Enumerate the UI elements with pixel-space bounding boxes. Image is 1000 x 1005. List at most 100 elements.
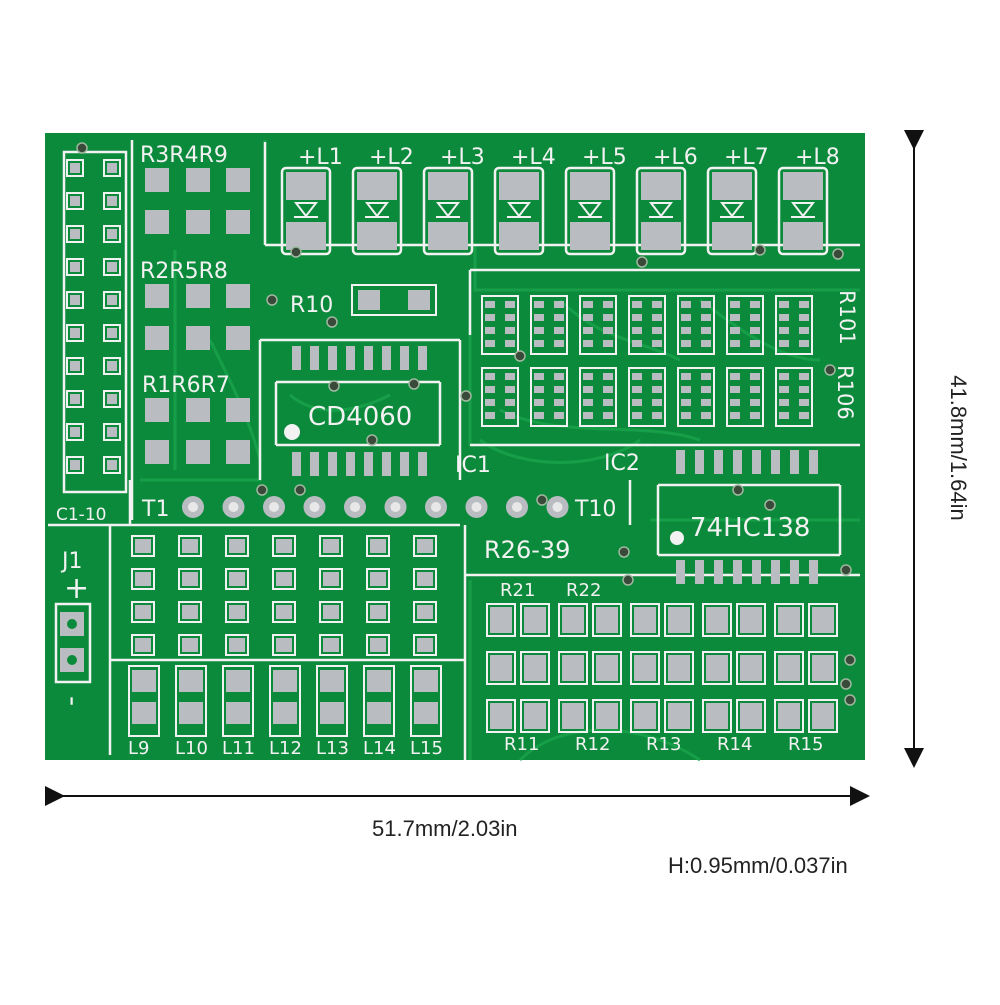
array-pad xyxy=(485,412,495,419)
r-pad-outline xyxy=(520,651,550,685)
pad xyxy=(417,539,433,553)
diode-symbol xyxy=(364,202,390,218)
array-pad xyxy=(534,373,544,380)
pad xyxy=(417,638,433,652)
pad-outline xyxy=(272,568,296,590)
r-pad xyxy=(524,655,546,681)
cap-pad-metal xyxy=(107,427,117,437)
r-pad xyxy=(778,703,800,729)
pad-outline xyxy=(178,634,202,656)
r-pad xyxy=(706,607,728,633)
array-pad xyxy=(799,386,809,393)
cap-pad xyxy=(103,357,121,375)
array-pad xyxy=(485,373,495,380)
through-hole-center xyxy=(552,502,563,512)
array-pad xyxy=(750,373,760,380)
pad-outline xyxy=(319,601,343,623)
cap-pad xyxy=(103,423,121,441)
array-pad xyxy=(632,386,642,393)
pad xyxy=(182,638,198,652)
array-pad xyxy=(730,327,740,334)
ic1-pin-top xyxy=(418,346,427,370)
array-pad xyxy=(534,301,544,308)
array-pad xyxy=(632,314,642,321)
led-top-label: +L3 xyxy=(440,145,485,170)
ic2-pin-top xyxy=(714,450,723,474)
r-pad-outline xyxy=(592,699,622,733)
array-pad xyxy=(750,340,760,347)
array-pad xyxy=(799,399,809,406)
array-pad xyxy=(750,301,760,308)
ic1-pin-bottom xyxy=(292,452,301,476)
resistor-pad xyxy=(186,326,210,350)
ic2-pin-bottom xyxy=(790,560,799,584)
cap-pad-metal xyxy=(107,328,117,338)
led-bottom-pad xyxy=(414,670,438,692)
array-pad xyxy=(632,412,642,419)
cap-pad-metal xyxy=(70,361,80,371)
pad-outline xyxy=(319,568,343,590)
led-top-label: +L6 xyxy=(653,145,698,170)
through-hole-center xyxy=(309,502,320,512)
led-bottom-pad xyxy=(320,702,344,724)
array-pad xyxy=(750,327,760,334)
led-pad xyxy=(712,172,752,200)
r-pad-outline xyxy=(664,699,694,733)
array-pad xyxy=(730,301,740,308)
cap-pad-metal xyxy=(107,295,117,305)
via xyxy=(824,364,836,376)
diode-symbol xyxy=(506,202,532,218)
pad xyxy=(276,539,292,553)
r-pad xyxy=(812,607,834,633)
label-plus: + xyxy=(64,571,89,606)
through-hole-center xyxy=(471,502,482,512)
pad xyxy=(135,539,151,553)
via xyxy=(460,390,472,402)
r-pad xyxy=(706,703,728,729)
cap-pad xyxy=(103,159,121,177)
pad-outline xyxy=(225,535,249,557)
r-pad xyxy=(562,703,584,729)
cap-pad xyxy=(66,423,84,441)
array-pad xyxy=(652,301,662,308)
cap-pad-metal xyxy=(107,163,117,173)
array-pad xyxy=(681,386,691,393)
through-hole-center xyxy=(390,502,401,512)
ic1-pin-bottom xyxy=(310,452,319,476)
led-bottom-outline xyxy=(128,665,160,737)
r-pad xyxy=(596,655,618,681)
pad-outline xyxy=(413,601,437,623)
array-pad xyxy=(505,386,515,393)
array-pad xyxy=(779,373,789,380)
array-pad xyxy=(554,399,564,406)
array-pad xyxy=(583,412,593,419)
led-pad xyxy=(712,222,752,250)
led-bottom-pad xyxy=(132,702,156,724)
led-pad xyxy=(499,172,539,200)
resistor-pad xyxy=(186,168,210,192)
ic2-pin-bottom xyxy=(771,560,780,584)
r-pad-outline xyxy=(630,699,660,733)
r-pad-outline xyxy=(486,699,516,733)
led-bottom-label: L14 xyxy=(363,738,396,759)
ic1-pin-top xyxy=(310,346,319,370)
led-footprints-top xyxy=(280,166,829,256)
pad xyxy=(370,572,386,586)
pad-outline xyxy=(272,601,296,623)
array-outline xyxy=(775,367,813,427)
led-bottom-label: L15 xyxy=(410,738,443,759)
r10-pads xyxy=(351,284,437,316)
via xyxy=(844,654,856,666)
ic1-pin-top xyxy=(292,346,301,370)
ic2-pin-top xyxy=(752,450,761,474)
array-pad xyxy=(652,327,662,334)
led-bottom-label: L10 xyxy=(175,738,208,759)
label-cap-bank: C1-10 xyxy=(56,505,106,525)
via xyxy=(408,378,420,390)
vias xyxy=(76,142,856,706)
label-r-group3: R1R6R7 xyxy=(142,373,230,398)
led-bottom-pad xyxy=(367,702,391,724)
led-outline xyxy=(351,166,403,256)
array-pad xyxy=(701,340,711,347)
